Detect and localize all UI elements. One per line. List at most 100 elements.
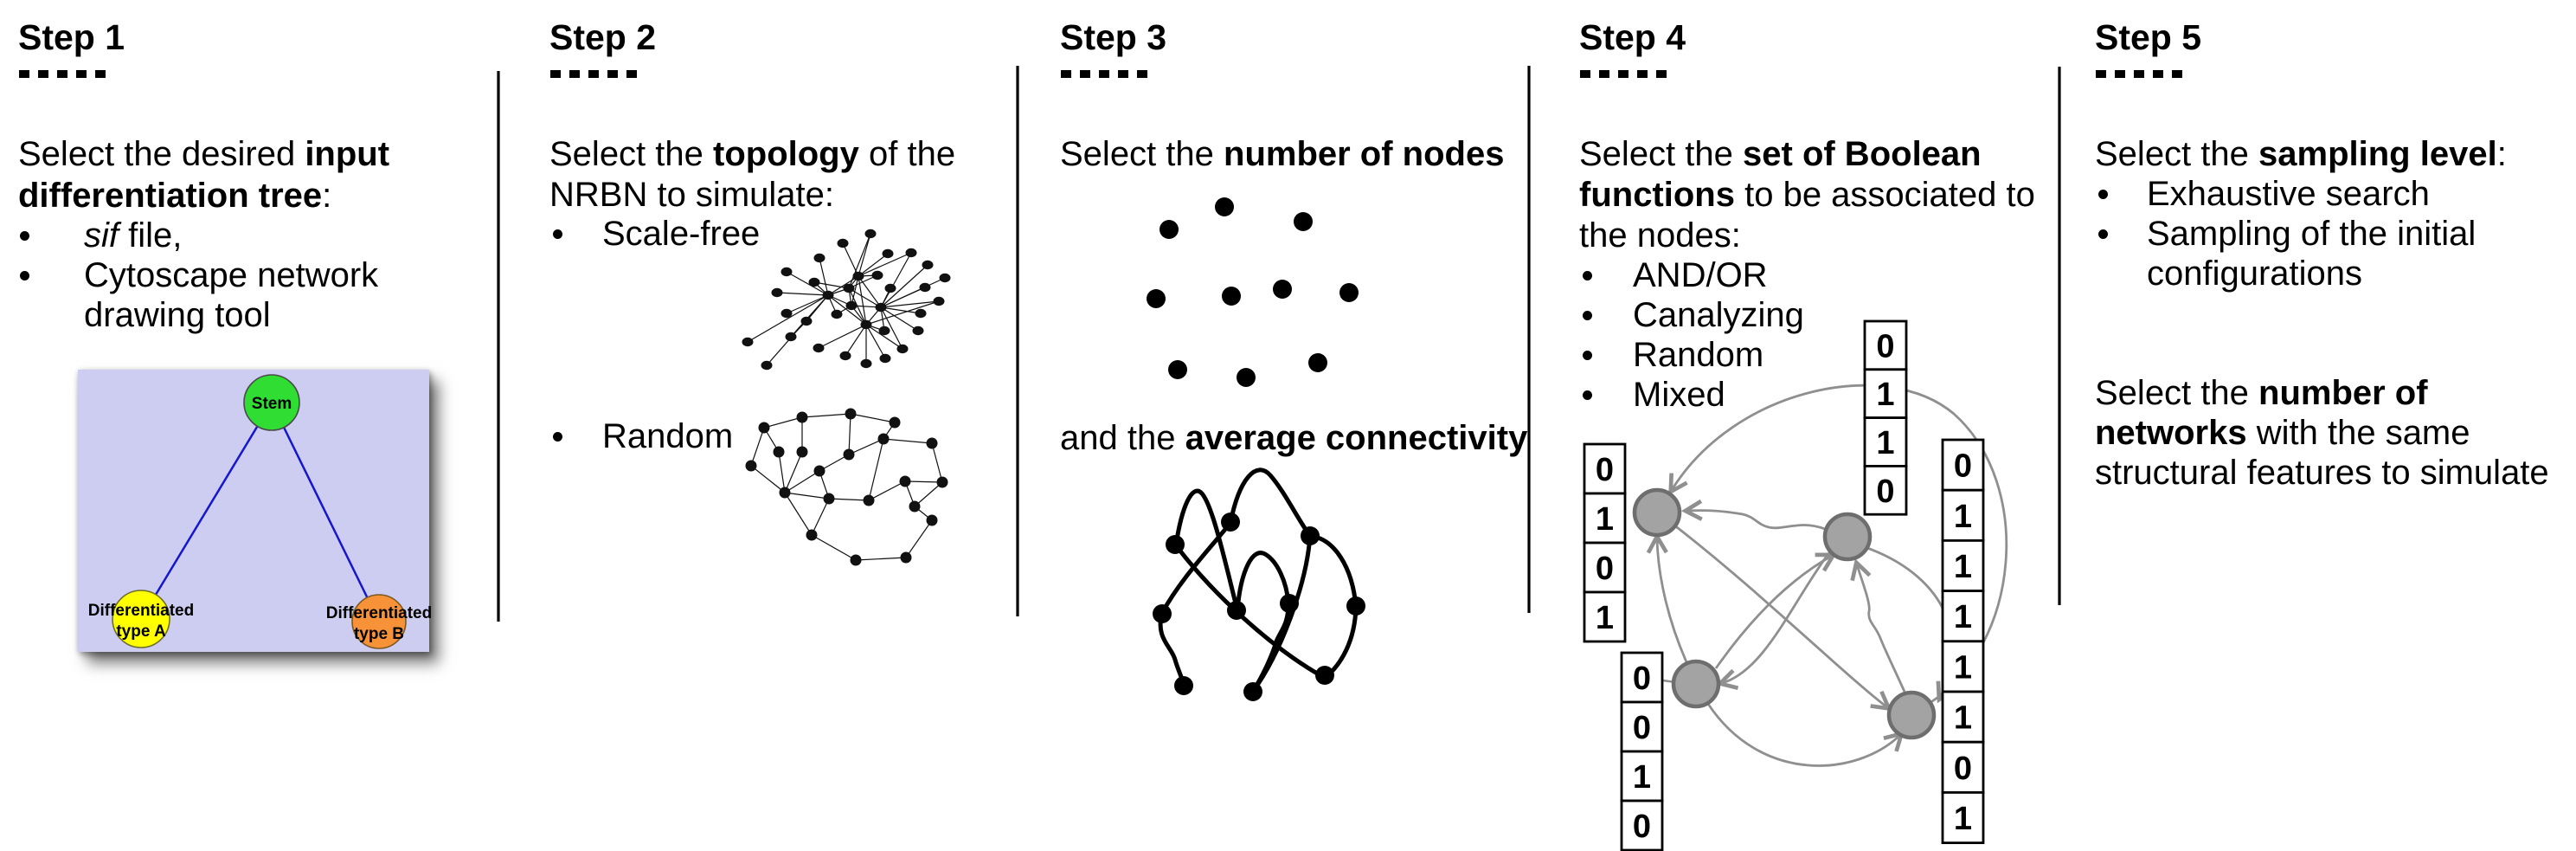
step-1-title: Step 1: [18, 17, 125, 57]
truth-table-value: 1: [1596, 501, 1614, 538]
tangle-curve: [1173, 488, 1240, 613]
tangle-dot: [1315, 666, 1334, 685]
tangle-curve: [1160, 520, 1233, 616]
truth-table-cell: [1941, 740, 1985, 794]
scale-free-edge: [858, 252, 912, 277]
random-edge: [750, 427, 765, 467]
tangle-dot: [1227, 601, 1246, 620]
random-edge: [784, 492, 813, 536]
step-3-title: Step 3: [1060, 17, 1167, 57]
scale-free-edge: [880, 306, 903, 350]
cloud-dot: [1160, 220, 1179, 239]
text-line: Exhaustive search: [2147, 175, 2430, 213]
scale-free-edge: [865, 324, 886, 359]
text-line: Random: [602, 417, 734, 455]
truth-table-value: 1: [1954, 801, 1972, 837]
scale-free-edge: [858, 233, 871, 277]
tangle-curve: [1158, 610, 1186, 688]
bullet-marker: [2098, 190, 2108, 199]
bullet-marker: [1583, 311, 1592, 320]
scale-free-edge: [848, 233, 871, 289]
tangle-curve: [1249, 533, 1313, 695]
step-3-dashed-rule: [1061, 70, 1147, 78]
scale-free-edge: [827, 275, 859, 296]
random-node: [796, 446, 808, 458]
tangle-dot: [1166, 535, 1185, 554]
scale-free-node: [813, 343, 825, 353]
scale-free-node: [837, 238, 849, 248]
connectivity-tangle: [1153, 467, 1365, 701]
text-line: Select the sampling level:: [2095, 135, 2507, 173]
scale-free-node: [905, 248, 917, 258]
scale-free-node: [922, 260, 934, 270]
text-line: Sampling of the initial: [2147, 215, 2476, 253]
truth-table-value: 1: [1876, 425, 1894, 461]
bullet-marker: [2098, 229, 2108, 239]
scale-free-node: [860, 358, 872, 369]
truth-table-value: 0: [1633, 809, 1651, 845]
text-line: Select the topology of the: [549, 135, 956, 173]
truth-table-cell: [1583, 590, 1627, 643]
scale-free-node: [831, 309, 843, 319]
scale-free-edge: [819, 257, 829, 296]
random-node: [926, 514, 938, 526]
random-edge: [848, 438, 884, 455]
cloud-dot: [1339, 283, 1359, 302]
truth-table-value: 1: [1954, 649, 1972, 686]
random-edge: [801, 413, 851, 418]
scale-free-edge: [880, 287, 926, 308]
bullet-marker: [553, 432, 562, 442]
scale-free-edge: [845, 324, 867, 357]
truth-table-value: 1: [1954, 700, 1972, 737]
text-line: Select the desired input: [18, 135, 390, 173]
scale-free-node: [822, 290, 834, 300]
truth-table-value: 0: [1596, 551, 1614, 587]
scale-free-edge: [858, 275, 867, 326]
tangle-curve: [1228, 467, 1313, 538]
truth-table-value: 1: [1954, 499, 1972, 535]
truth-table-value: 1: [1876, 377, 1894, 413]
scale-free-node: [843, 283, 855, 293]
tangle-dot: [1221, 513, 1240, 532]
truth-table-cell: [1583, 492, 1627, 545]
scale-free-node: [871, 270, 883, 280]
bullet-marker: [20, 231, 29, 241]
random-node: [926, 437, 938, 449]
truth-table-value: 0: [1633, 661, 1651, 697]
random-node: [745, 460, 757, 472]
random-edge: [905, 519, 933, 558]
truth-table-value: 0: [1954, 751, 1972, 787]
random-edge: [763, 416, 803, 429]
random-edge: [868, 480, 906, 501]
stem-node: [243, 374, 300, 431]
tree-edge: [139, 402, 273, 620]
random-edge: [914, 481, 943, 507]
random-node: [823, 493, 835, 505]
bullet-marker: [553, 229, 562, 239]
random-edge: [883, 438, 933, 444]
tree-node-label: type B: [354, 625, 404, 643]
scale-free-edge: [880, 264, 928, 308]
bullet-marker: [1583, 271, 1592, 280]
scale-free-node: [878, 326, 890, 336]
truth-table-value: 0: [1954, 448, 1972, 485]
truth-table-value: 0: [1876, 474, 1894, 510]
tree-edge: [270, 402, 381, 622]
scale-free-node: [933, 296, 945, 306]
text-line: networks with the same: [2095, 414, 2470, 452]
text-line: AND/OR: [1633, 256, 1768, 294]
step-1-dashed-rule: [19, 70, 106, 78]
bullet-marker: [1583, 390, 1592, 400]
text-line: Select the set of Boolean: [1579, 135, 1982, 173]
random-edge: [811, 534, 857, 561]
bullet-marker: [1583, 351, 1592, 360]
step-4-dashed-rule: [1580, 70, 1667, 78]
tree-node-label: type A: [116, 622, 166, 641]
truth-table-value: 0: [1596, 452, 1614, 488]
truth-table-cell: [1863, 319, 1908, 371]
random-node: [779, 487, 791, 499]
